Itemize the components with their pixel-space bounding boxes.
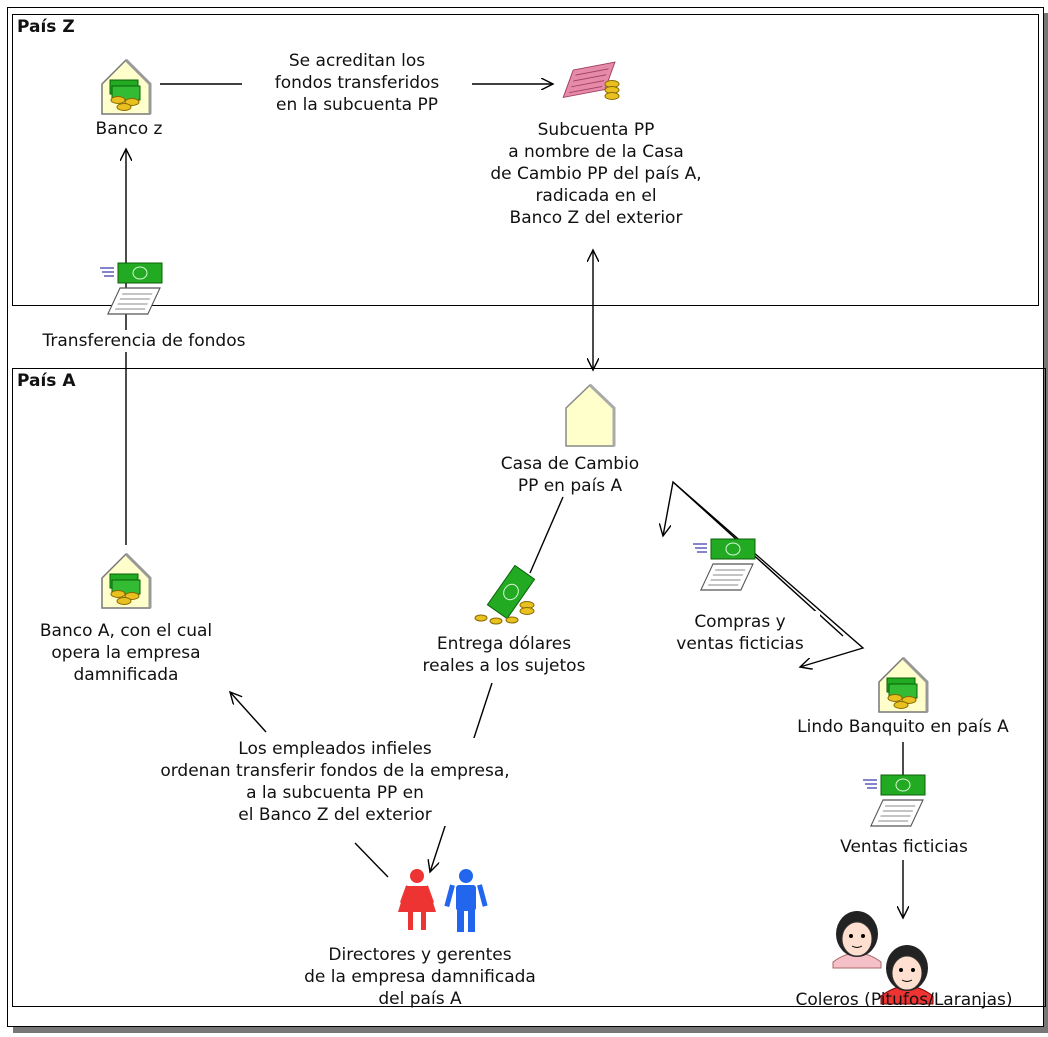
label-banco-z: Banco z (95, 119, 163, 139)
money-transfer-icon (99, 262, 163, 315)
label-acreditan: Se acreditan los fondos transferidos en … (242, 50, 472, 116)
label-directores: Directores y gerentes de la empresa damn… (304, 945, 536, 1009)
bank-building-icon (100, 58, 152, 116)
arrow-lindo-to-casa (663, 480, 844, 637)
bank-building-icon (877, 656, 929, 714)
ledger-coins-icon (562, 61, 620, 100)
money-transfer-icon (692, 538, 756, 591)
woman-icon (398, 869, 436, 930)
label-entrega: Entrega dólares reales a los sujetos (404, 633, 604, 677)
arrow-compras-to-lindo (672, 481, 865, 667)
label-coleros: Coleros (Pitufos/Laranjas) (795, 990, 1013, 1010)
label-compras: Compras y ventas ficticias (660, 611, 820, 655)
label-empleados: Los empleados infieles ordenan transferi… (140, 738, 530, 826)
region-title-a: País A (17, 371, 76, 391)
label-subcuenta: Subcuenta PP a nombre de la Casa de Camb… (490, 120, 702, 228)
cash-coins-icon (474, 564, 536, 625)
arrow-empleados-to-banco-a (230, 692, 267, 733)
label-banco-a: Banco A, con el cual opera la empresa da… (39, 621, 213, 685)
label-transferencia: Transferencia de fondos (14, 330, 274, 352)
person-face-icon (832, 910, 882, 969)
money-transfer-icon (862, 774, 926, 827)
region-pais-z: País Z (12, 14, 1039, 306)
label-ventas: Ventas ficticias (820, 836, 988, 858)
label-casa-cambio: Casa de Cambio PP en país A (500, 454, 640, 496)
line-casa-to-dolares (529, 496, 564, 574)
bank-building-icon (100, 552, 152, 610)
label-lindo: Lindo Banquito en país A (797, 717, 1009, 737)
region-title-z: País Z (17, 17, 75, 37)
house-icon (565, 383, 616, 447)
man-icon (444, 869, 488, 932)
region-pais-a: País A (12, 368, 1046, 1007)
line-directores-to-empleados (354, 842, 389, 878)
